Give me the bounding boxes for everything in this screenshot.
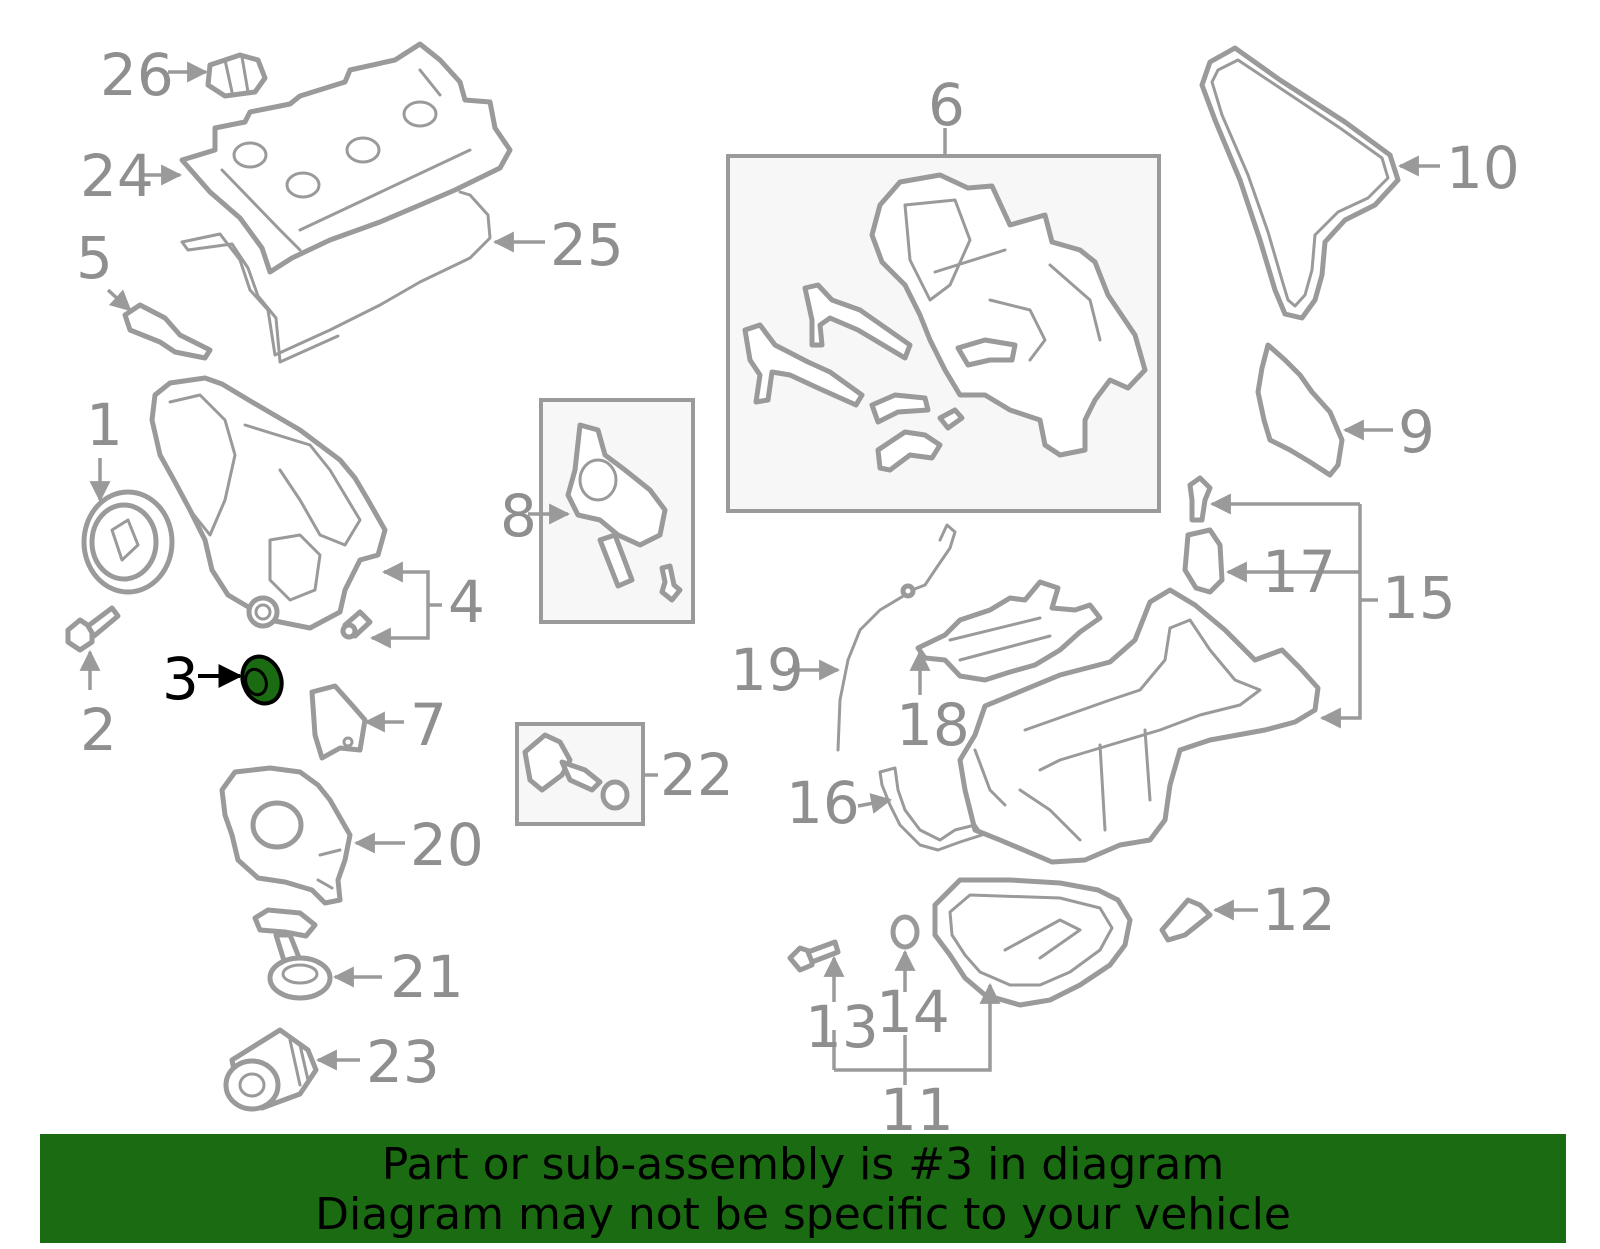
callout-13: 13	[805, 993, 879, 1061]
part-16-gasket[interactable]	[878, 766, 984, 852]
callout-23: 23	[366, 1028, 440, 1096]
callout-20: 20	[410, 811, 484, 879]
banner-line-1: Part or sub-assembly is #3 in diagram	[381, 1139, 1225, 1190]
part-17-bracket[interactable]	[1182, 475, 1225, 595]
callout-16: 16	[786, 769, 860, 837]
callout-19: 19	[730, 636, 804, 704]
callout-26: 26	[100, 41, 174, 109]
part-14-washer[interactable]	[890, 914, 920, 950]
callout-8: 8	[500, 482, 537, 550]
part-6-timing-cover-box[interactable]	[726, 154, 1161, 513]
callout-22: 22	[660, 741, 734, 809]
part-15-oil-pan-upper[interactable]	[957, 587, 1321, 865]
part-8-water-pump-box[interactable]	[539, 398, 695, 624]
callout-11: 11	[880, 1076, 954, 1144]
callout-9: 9	[1398, 398, 1435, 466]
part-26-oil-filler-cap[interactable]	[205, 52, 268, 99]
part-9-gasket[interactable]	[1255, 342, 1345, 478]
part-20-oil-pump[interactable]	[219, 765, 353, 906]
part-22-oil-sensor-box[interactable]	[515, 722, 645, 826]
part-23-oil-filter[interactable]	[223, 1027, 319, 1112]
callout-10: 10	[1446, 134, 1520, 202]
callout-2: 2	[80, 696, 117, 764]
callout-17: 17	[1262, 538, 1336, 606]
callout-18: 18	[896, 691, 970, 759]
callout-1: 1	[86, 391, 123, 459]
part-19-dipstick[interactable]	[836, 523, 957, 752]
callout-21: 21	[390, 943, 464, 1011]
crank-pulley[interactable]	[81, 489, 175, 595]
callout-25: 25	[550, 211, 624, 279]
part-7-gasket[interactable]	[309, 683, 368, 761]
callout-24: 24	[80, 142, 154, 210]
banner-line-2: Diagram may not be specific to your vehi…	[315, 1189, 1291, 1240]
leader-lines	[79, 61, 1440, 1085]
callout-12: 12	[1262, 876, 1336, 944]
part-10-timing-chain[interactable]	[1199, 45, 1401, 321]
callout-14: 14	[876, 978, 950, 1046]
part-4-dowel-pin[interactable]	[340, 609, 373, 640]
part-12-plug[interactable]	[1159, 897, 1213, 943]
callout-3: 3	[162, 645, 199, 713]
part-21-oil-strainer[interactable]	[252, 907, 333, 1001]
part-11-oil-pan-lower[interactable]	[932, 877, 1133, 1008]
callout-15: 15	[1382, 564, 1456, 632]
part-24-valve-cover[interactable]	[179, 41, 513, 275]
part-1-front-cover[interactable]	[149, 375, 388, 631]
callout-7: 7	[410, 691, 447, 759]
callout-6: 6	[928, 71, 965, 139]
notice-banner: Part or sub-assembly is #3 in diagram Di…	[40, 1134, 1566, 1243]
part-18-baffle-plate[interactable]	[915, 579, 1103, 683]
part-5-bracket[interactable]	[122, 302, 213, 361]
part-13-drain-bolt[interactable]	[787, 939, 841, 973]
part-2-bolt[interactable]	[65, 605, 121, 653]
callout-4: 4	[448, 568, 485, 636]
part-3-front-crankshaft-seal[interactable]	[236, 651, 288, 709]
callout-5: 5	[76, 224, 113, 292]
part-25-valve-cover-gasket[interactable]	[180, 190, 492, 364]
callout-labels: 26 24 5 25 1 2 3 4 7 20 21 23 8 6 10 9 1…	[76, 41, 1520, 1144]
